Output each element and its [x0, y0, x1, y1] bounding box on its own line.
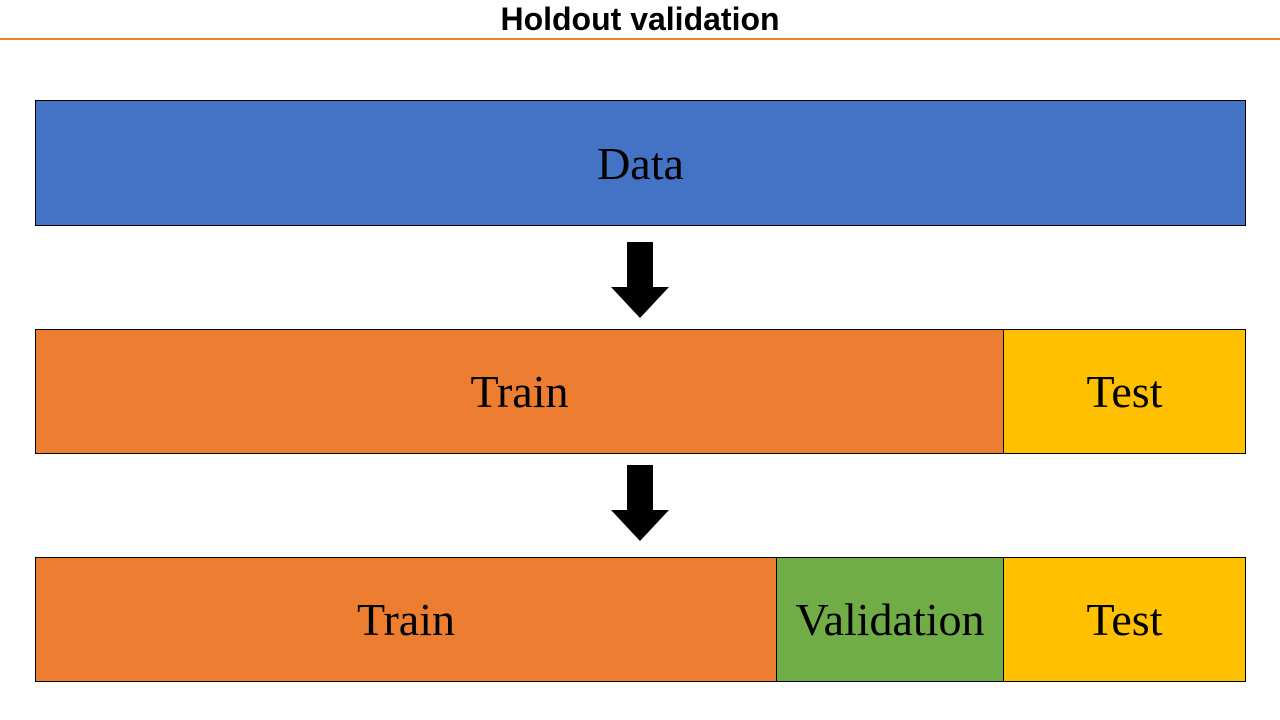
data-label: Data [597, 137, 684, 189]
down-arrow-icon [611, 242, 669, 318]
test-label: Test [1086, 366, 1163, 417]
train-label: Train [357, 594, 455, 645]
title-divider [0, 38, 1280, 40]
data-block: Data [35, 100, 1246, 226]
down-arrow-icon [611, 465, 669, 541]
test-label: Test [1086, 594, 1163, 645]
test-block: Test [1003, 329, 1246, 454]
test-block: Test [1003, 557, 1246, 682]
train-block: Train [35, 557, 777, 682]
validation-label: Validation [795, 594, 985, 645]
train-label: Train [470, 366, 569, 417]
validation-block: Validation [776, 557, 1004, 682]
train-block: Train [35, 329, 1004, 454]
page-title: Holdout validation [500, 1, 780, 37]
